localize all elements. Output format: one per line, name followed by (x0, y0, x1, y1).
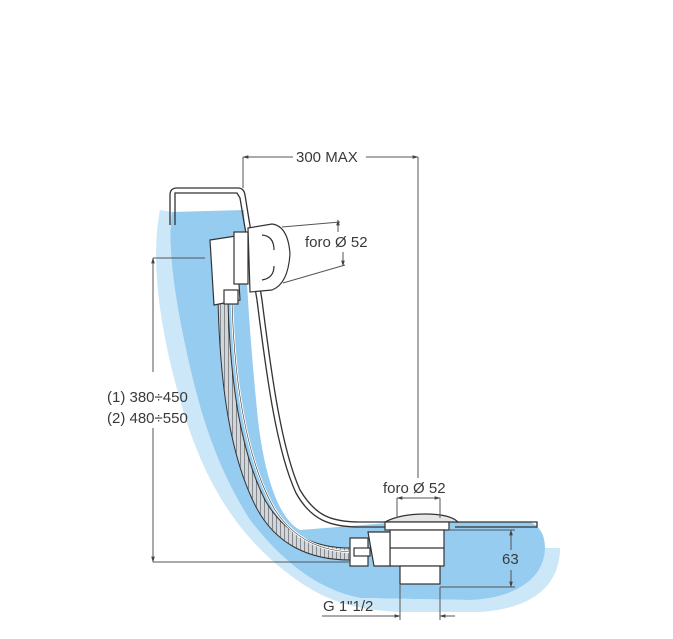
dimension-drain-depth: 63 (502, 551, 519, 568)
overflow-fitting (209, 223, 291, 306)
dimension-lines (151, 155, 515, 620)
dimension-drain-hole: foro Ø 52 (383, 480, 446, 497)
dimension-height-option-1: (1) 380÷450 (107, 389, 188, 406)
tub-wall (169, 187, 538, 528)
dimension-outlet-thread: G 1"1/2 (323, 598, 374, 615)
dimension-overflow-offset: 300 MAX (294, 149, 360, 166)
drain-fitting (349, 513, 460, 585)
dimension-overflow-hole: foro Ø 52 (305, 234, 368, 251)
dimension-height-option-2: (2) 480÷550 (107, 410, 188, 427)
